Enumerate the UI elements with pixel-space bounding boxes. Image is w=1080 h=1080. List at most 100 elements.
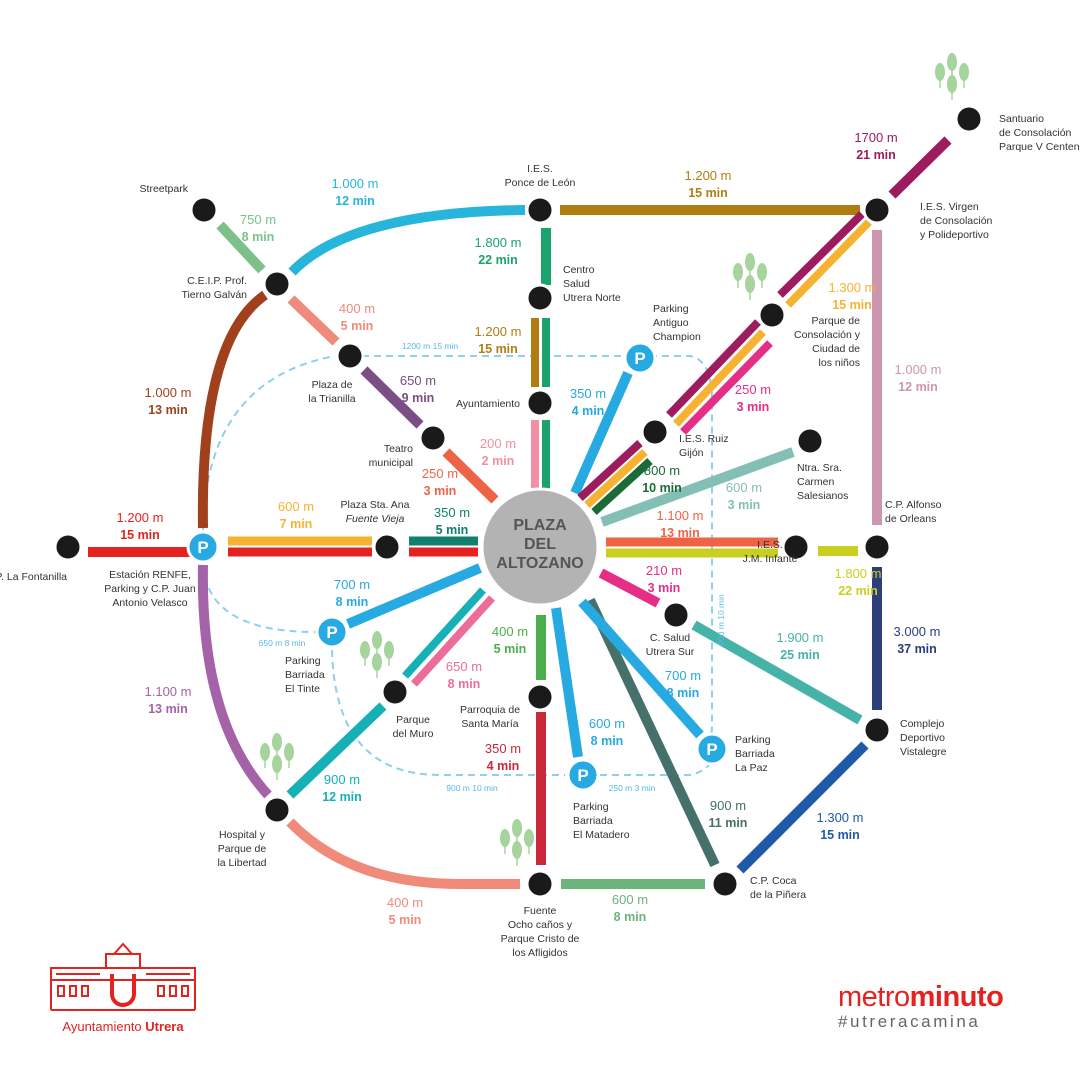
station-ponce[interactable]: I.E.S. Ponce de León bbox=[505, 163, 576, 225]
segment-distance: 1.200 m bbox=[117, 510, 164, 525]
segment-label-hub-champion: 350 m4 min bbox=[570, 386, 606, 418]
station-label: de la Piñera bbox=[750, 889, 806, 901]
parking-icon bbox=[315, 615, 349, 649]
route-line bbox=[288, 205, 526, 276]
segment-label-streetpark-ceip: 750 m8 min bbox=[240, 212, 276, 244]
station-dot bbox=[954, 104, 984, 134]
station-label: Utrera Norte bbox=[563, 292, 621, 304]
station-label: Salud bbox=[563, 278, 590, 290]
station-fontanilla[interactable]: C.P. La Fontanilla bbox=[0, 532, 83, 583]
segment-time: 8 min bbox=[336, 595, 369, 609]
station-dot bbox=[262, 795, 292, 825]
segment-label-virgen-santuario: 1700 m21 min bbox=[854, 130, 897, 162]
station-dot bbox=[525, 682, 555, 712]
station-label: I.E.S. bbox=[527, 163, 553, 175]
tree-crown bbox=[260, 743, 270, 761]
station-ayuntamiento[interactable]: Ayuntamiento bbox=[456, 388, 555, 418]
station-label: Tierno Galván bbox=[181, 289, 247, 301]
station-dot bbox=[525, 869, 555, 899]
route-line bbox=[346, 563, 482, 629]
station-streetpark[interactable]: Streetpark bbox=[140, 183, 219, 225]
segment-label-teatro-hub: 250 m3 min bbox=[422, 466, 458, 498]
brand-metro: metro bbox=[838, 981, 910, 1013]
segment-distance: 250 m bbox=[735, 382, 771, 397]
station-infante[interactable]: I.E.S.J.M. Infante bbox=[743, 532, 811, 565]
route-line bbox=[584, 449, 648, 508]
station-label: C.P. Alfonso bbox=[885, 499, 942, 511]
tree-crown bbox=[372, 631, 382, 649]
segment-time: 12 min bbox=[898, 380, 938, 394]
segment-label-trianilla-teatro: 650 m9 min bbox=[400, 373, 436, 405]
route-line bbox=[736, 741, 869, 874]
station-label: Fuente Vieja bbox=[346, 513, 405, 525]
segment-distance: 600 m bbox=[726, 480, 762, 495]
segment-label-renfe-ceip: 1.000 m13 min bbox=[145, 385, 192, 417]
segment-label-hospital-renfe: 1.100 m13 min bbox=[145, 684, 192, 716]
parking-icon-letter: P bbox=[706, 740, 717, 759]
segment-label-ruiz-gijon-parque: 250 m3 min bbox=[735, 382, 771, 414]
route-line bbox=[286, 702, 387, 799]
tree-crown bbox=[360, 641, 370, 659]
station-label: Ponce de León bbox=[505, 177, 576, 189]
segment-time: 5 min bbox=[389, 913, 422, 927]
route-line bbox=[591, 458, 653, 515]
segment-time: 4 min bbox=[487, 759, 520, 773]
dashed-walk-link bbox=[350, 355, 713, 753]
segment-label-hub-coca: 900 m11 min bbox=[709, 798, 748, 830]
station-dot bbox=[781, 532, 811, 562]
segment-label-tinte-hub: 700 m8 min bbox=[334, 577, 370, 609]
station-ceip[interactable]: C.E.I.P. Prof.Tierno Galván bbox=[181, 269, 292, 301]
station-label: los Afligidos bbox=[512, 947, 567, 959]
brand-o: o bbox=[986, 981, 1004, 1013]
segment-distance: 600 m bbox=[612, 892, 648, 907]
segment-distance: 650 m bbox=[400, 373, 436, 388]
tree-icon bbox=[260, 733, 294, 780]
station-dot bbox=[372, 532, 402, 562]
station-label: Consolación y bbox=[794, 329, 861, 341]
parking-icon-letter: P bbox=[197, 538, 208, 557]
tree-crown bbox=[512, 819, 522, 837]
station-label: Plaza de bbox=[312, 379, 353, 391]
tree-icon bbox=[935, 53, 969, 100]
walk-link-label: 900 m 10 min bbox=[716, 594, 726, 646]
segment-label-ceip-ponce: 1.000 m12 min bbox=[332, 176, 379, 208]
station-dot bbox=[189, 195, 219, 225]
station-dot bbox=[525, 283, 555, 313]
segment-time: 15 min bbox=[832, 298, 872, 312]
segment-time: 12 min bbox=[335, 194, 375, 208]
segment-distance: 400 m bbox=[339, 301, 375, 316]
hub-circle bbox=[480, 487, 600, 607]
hub-name-line: ALTOZANO bbox=[496, 555, 583, 572]
tree-crown bbox=[524, 829, 534, 847]
route-line bbox=[691, 620, 863, 725]
tree-crown bbox=[372, 653, 382, 671]
segment-label-hospital-muro: 900 m12 min bbox=[322, 772, 362, 804]
tree-crown bbox=[733, 263, 743, 281]
parking-icon-letter: P bbox=[634, 349, 645, 368]
station-label: Ayuntamiento bbox=[456, 398, 520, 410]
station-label: Centro bbox=[563, 264, 595, 276]
